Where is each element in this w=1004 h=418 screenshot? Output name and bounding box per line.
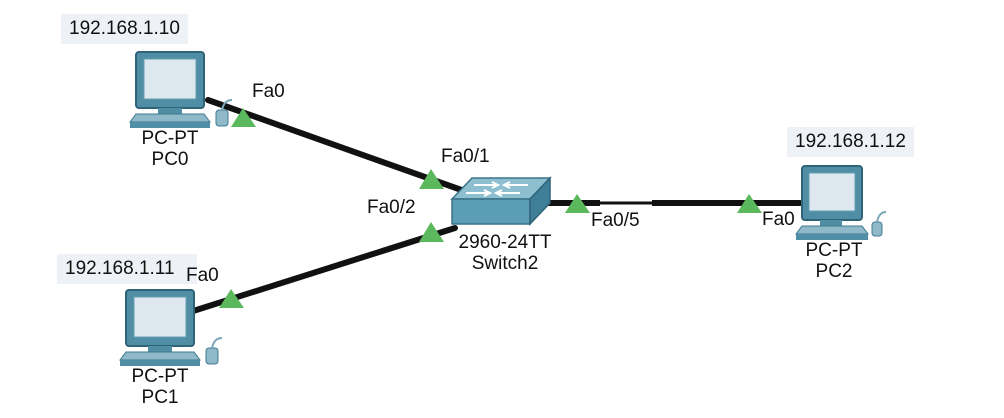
- port-status-switch2-fa0-5[interactable]: [565, 194, 590, 213]
- pc-icon[interactable]: [119, 289, 223, 366]
- pc0-port-label: Fa0: [252, 81, 285, 102]
- switch2-port-fa0-5-label: Fa0/5: [591, 210, 640, 231]
- pc0-device-label: PC-PT PC0: [128, 128, 212, 170]
- switch2-device-label: 2960-24TT Switch2: [440, 232, 570, 274]
- pc1-name: PC1: [141, 387, 179, 408]
- pc2-model: PC-PT: [805, 240, 863, 261]
- port-status-switch2-fa0-1[interactable]: [419, 169, 444, 189]
- pc2-port-label: Fa0: [762, 209, 795, 230]
- switch2-port-fa0-2-label: Fa0/2: [367, 197, 416, 218]
- switch2-port-fa0-1-label: Fa0/1: [441, 146, 490, 167]
- pc0-name: PC0: [151, 149, 189, 170]
- pc1-port-label: Fa0: [186, 265, 219, 286]
- pc2-name: PC2: [815, 261, 853, 282]
- pc0-model: PC-PT: [141, 128, 199, 149]
- pc-icon[interactable]: [129, 51, 233, 128]
- port-status-switch2-fa0-2[interactable]: [419, 222, 444, 242]
- port-status-pc2-fa0[interactable]: [737, 194, 762, 213]
- pc-icon[interactable]: [795, 165, 887, 240]
- switch-icon[interactable]: [450, 176, 552, 226]
- pc1-ip-label: 192.168.1.11: [57, 254, 197, 284]
- switch2-model: 2960-24TT: [458, 232, 552, 253]
- pc2-device-label: PC-PT PC2: [792, 240, 876, 282]
- port-status-pc0-fa0[interactable]: [231, 108, 256, 127]
- switch2-name: Switch2: [471, 253, 539, 274]
- pc2-ip-label: 192.168.1.12: [787, 127, 914, 157]
- pc1-device-label: PC-PT PC1: [118, 366, 202, 408]
- port-status-pc1-fa0[interactable]: [219, 289, 244, 308]
- pc1-model: PC-PT: [131, 366, 189, 387]
- pc0-ip-label: 192.168.1.10: [61, 14, 188, 44]
